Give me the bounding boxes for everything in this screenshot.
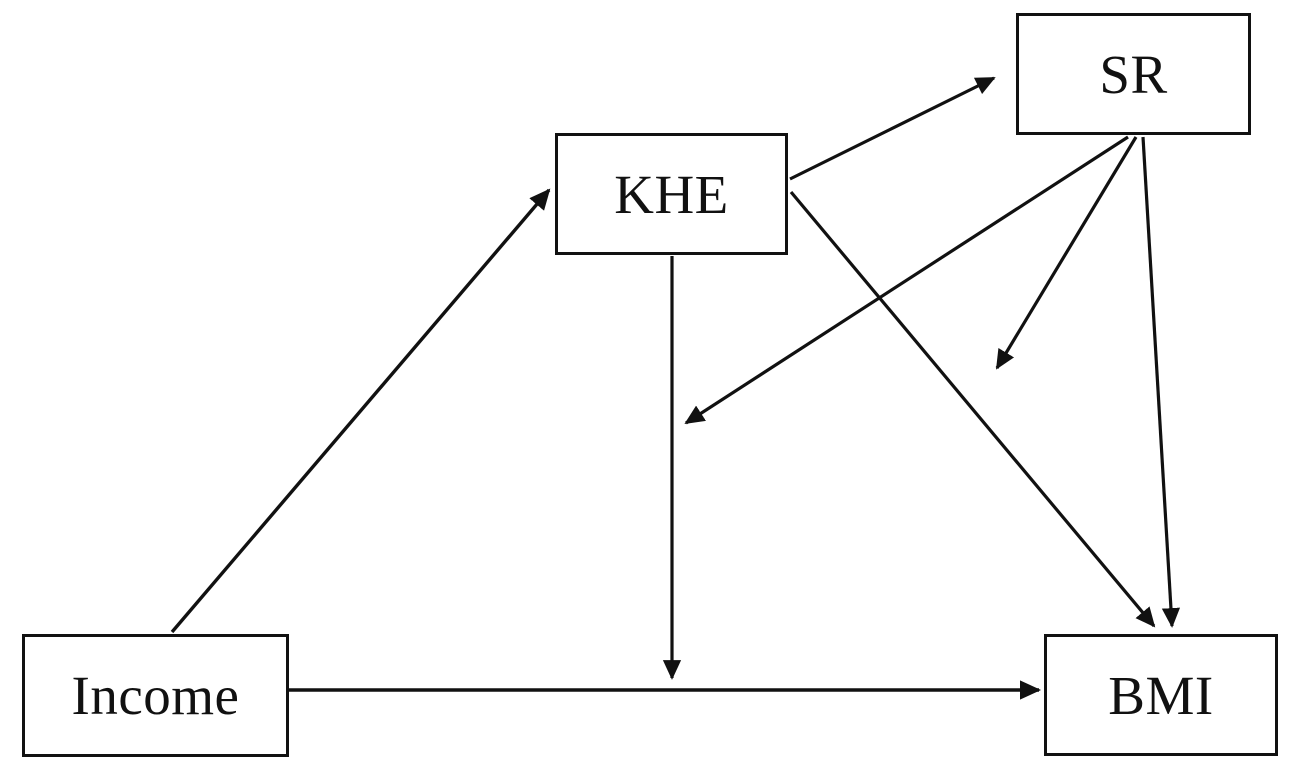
node-income[interactable]: Income: [22, 634, 289, 757]
node-bmi-label: BMI: [1108, 664, 1214, 726]
edge-sr-to-lower-left: [684, 135, 1129, 425]
node-sr[interactable]: SR: [1016, 13, 1251, 135]
node-bmi[interactable]: BMI: [1044, 634, 1278, 756]
edge-khe-to-sr: [789, 76, 996, 181]
node-sr-label: SR: [1099, 43, 1168, 105]
node-khe-label: KHE: [614, 163, 729, 225]
node-income-label: Income: [71, 665, 240, 726]
edge-sr-to-bmi: [1141, 136, 1181, 628]
node-khe[interactable]: KHE: [555, 133, 788, 255]
edge-khe-to-bmi: [789, 190, 1156, 628]
edge-sr-to-midpoint: [995, 136, 1138, 370]
edge-income-to-khe: [170, 188, 551, 634]
